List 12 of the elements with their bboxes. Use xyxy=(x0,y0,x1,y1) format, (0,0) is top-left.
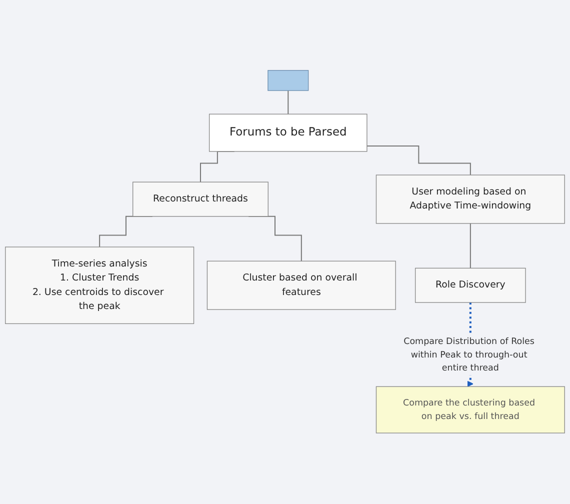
node-box: Reconstruct threads xyxy=(132,182,268,217)
node-box: Forums to be Parsed xyxy=(208,114,368,152)
node-box: Role Discovery xyxy=(414,268,526,304)
node-box: Cluster based on overall features xyxy=(206,261,396,310)
connector xyxy=(470,223,471,269)
node-box: Compare the clustering based on peak vs. full thread xyxy=(376,386,565,434)
connector xyxy=(288,90,289,115)
node-box: User modeling based on Adaptive Time-windowing xyxy=(376,174,565,224)
node-box: Time-series analysis 1. Cluster Trends 2. Use centroids to discover the peak xyxy=(5,246,194,324)
node-box xyxy=(268,70,309,92)
edge-label: Compare Distribution of Roles within Peak to through-out entire thread xyxy=(404,337,534,374)
connector xyxy=(366,146,471,176)
